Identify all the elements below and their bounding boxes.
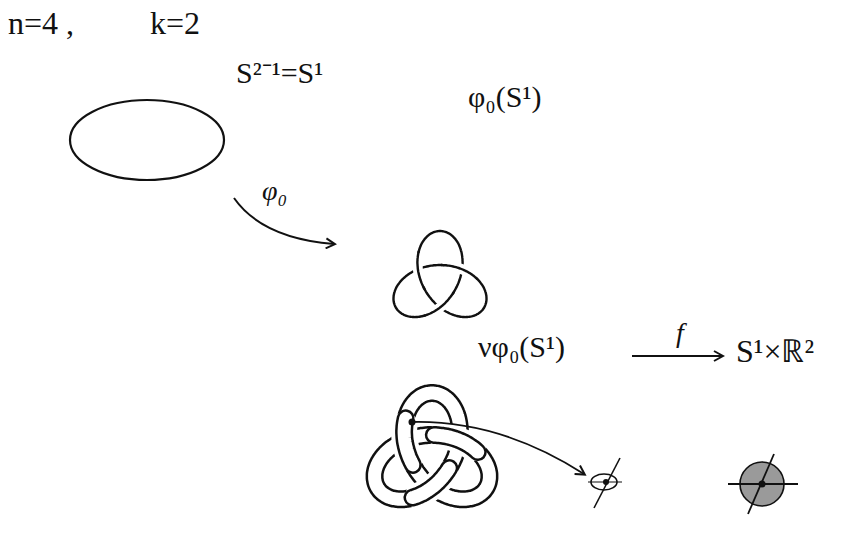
neighbourhood-label: νφ₀(S¹) <box>478 330 565 363</box>
parameter: k=2 <box>150 6 200 41</box>
target-label: S¹×ℝ² <box>736 334 814 369</box>
knot-label: φ₀(S¹) <box>468 80 541 113</box>
shaded-disk <box>728 454 798 514</box>
trefoil-knot <box>394 231 487 317</box>
circle <box>70 100 224 180</box>
tubular-neighbourhood <box>375 393 490 499</box>
map-arrow <box>632 355 722 357</box>
disk-fibre <box>588 458 622 508</box>
map-label: φ₀ <box>262 176 287 207</box>
map-label: f <box>676 318 684 349</box>
sphere-label: S²⁻¹=S¹ <box>236 56 323 89</box>
zoom-arrow <box>412 422 584 474</box>
parameter: n=4 , <box>8 6 74 41</box>
